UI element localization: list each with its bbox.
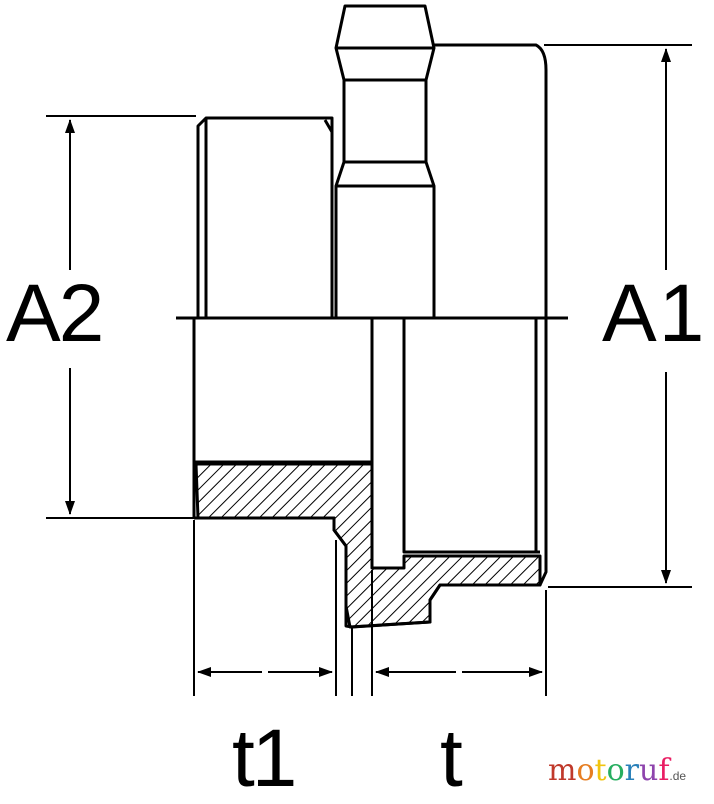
logo-letter: u [638,753,659,788]
logo-letter: f [658,753,670,788]
dimension-t1 [193,520,337,696]
dimension-a1 [544,44,692,588]
motoruf-logo: motoruf.de [548,756,686,786]
logo-letter: t [594,753,607,788]
dimension-a2 [46,115,196,519]
label-t: t [440,713,463,804]
left-spigot-outline [192,116,334,518]
logo-suffix: .de [669,769,687,783]
hex-nut-outline [334,4,436,318]
label-t1: t1 [232,713,297,804]
logo-letter: o [576,753,595,788]
right-socket-outline [351,43,548,629]
logo-letter: o [606,753,625,788]
section-hatching [194,462,542,629]
label-a2: A2 [6,268,104,359]
logo-wordmark: motoruf [548,753,669,788]
logo-letter: m [548,753,577,788]
dimension-t [351,570,547,696]
label-a1: A1 [602,268,707,359]
logo-letter: r [624,753,639,788]
hatch-left-wall [194,462,542,629]
